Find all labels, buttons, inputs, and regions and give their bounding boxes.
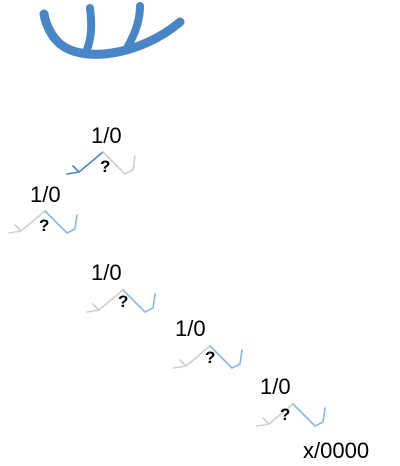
node-5-question: ? <box>280 405 291 424</box>
bowl-left-stem-icon <box>82 4 96 56</box>
end-label: x/0000 <box>303 438 370 463</box>
branch-right-stroke <box>44 210 78 234</box>
bowl-stroke-icon <box>39 9 185 59</box>
node-1-label: 1/0 <box>91 123 122 148</box>
node-1-question: ? <box>100 157 111 176</box>
node-4-label: 1/0 <box>175 316 206 341</box>
branch-arrow-icon <box>256 403 326 427</box>
node-3-question: ? <box>118 292 129 311</box>
branch-arrow-icon <box>173 345 243 369</box>
node-3-label: 1/0 <box>91 260 122 285</box>
branch-left-stroke <box>86 289 124 313</box>
branch-right-stroke <box>209 345 243 369</box>
branch-left-stroke <box>8 210 46 234</box>
branch-left-stroke <box>66 151 104 175</box>
node-4-question: ? <box>205 348 216 367</box>
branch-arrow-icon <box>66 151 136 175</box>
branch-left-stroke <box>256 403 294 427</box>
branch-right-stroke <box>292 403 326 427</box>
node-5-label: 1/0 <box>260 374 291 399</box>
branch-arrow-icon <box>8 210 78 234</box>
node-2-label: 1/0 <box>30 182 61 207</box>
branch-right-stroke <box>102 151 136 175</box>
branch-arrow-icon <box>86 289 156 313</box>
node-2-question: ? <box>39 216 50 235</box>
bowl-right-stem-icon <box>124 2 144 50</box>
branch-left-stroke <box>173 345 211 369</box>
branch-right-stroke <box>122 289 156 313</box>
